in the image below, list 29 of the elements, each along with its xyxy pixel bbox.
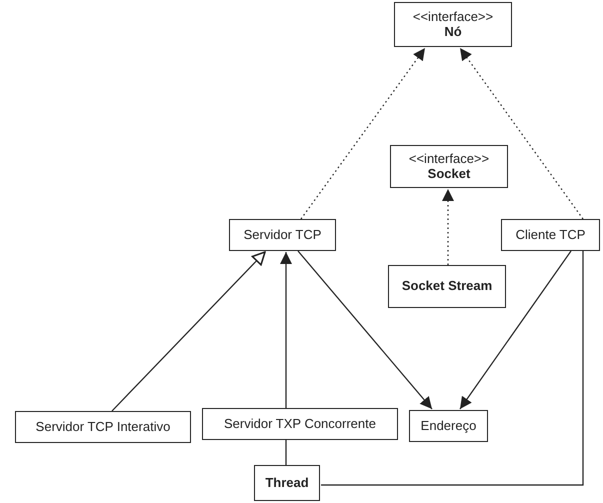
class-box [394,2,512,47]
class-name: Cliente TCP [516,228,586,242]
class-box [390,145,508,188]
class-box [254,465,320,501]
connector-line [321,251,584,486]
class-box [501,219,600,251]
class-name: Endereço [420,418,476,434]
stereotype-label: <<interface>> [408,152,490,166]
class-name: Socket Stream [402,279,492,294]
arrow [280,252,292,408]
class-name: Thread [265,476,309,490]
stereotype-label: <<interface>> [412,10,494,24]
dotted-arrow [442,189,454,265]
arrow [460,250,572,410]
arrow [298,250,432,410]
class-box [388,265,506,308]
class-name: Servidor TCP [244,228,322,242]
dotted-arrow [300,48,426,220]
class-box [15,411,191,443]
class-box [409,410,488,442]
connector-line [285,440,287,465]
class-name: Socket [428,166,470,182]
arrow [112,251,266,412]
class-name: Servidor TXP Concorrente [224,416,376,432]
class-name: Nó [444,24,462,40]
dotted-arrow [460,48,584,220]
class-name: Servidor TCP Interativo [36,420,170,434]
class-box [229,219,336,251]
class-box [202,408,398,440]
